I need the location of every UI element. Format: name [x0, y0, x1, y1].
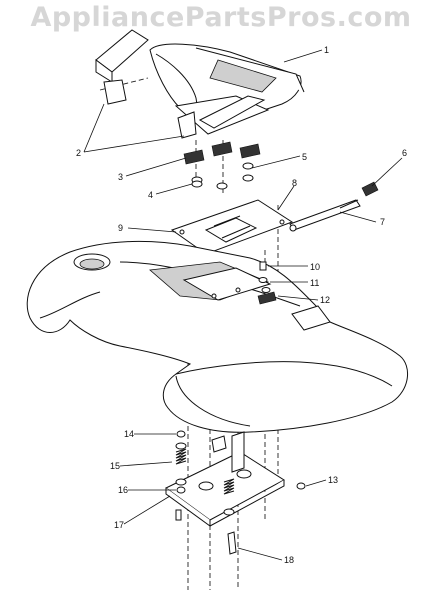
callout-labels: 1 2 3 4 5 6 7 8 9 10 11 12 13 14 15 16 1… — [76, 45, 407, 565]
watermark-logo: AppliancePartsPros.com — [30, 2, 412, 33]
callout-14: 14 — [124, 429, 134, 439]
seat-armrest — [95, 29, 149, 105]
springs — [175, 442, 235, 516]
seat-pads — [183, 141, 261, 165]
callout-5: 5 — [302, 152, 307, 162]
callout-3: 3 — [118, 172, 123, 182]
callout-6: 6 — [402, 148, 407, 158]
callout-7: 7 — [380, 217, 385, 227]
seat — [149, 43, 305, 139]
callout-4: 4 — [148, 190, 153, 200]
callout-10: 10 — [310, 262, 320, 272]
callout-17: 17 — [114, 520, 124, 530]
bottom-hardware — [175, 430, 306, 555]
callout-9: 9 — [118, 223, 123, 233]
callout-8: 8 — [292, 178, 297, 188]
callout-11: 11 — [310, 278, 319, 288]
fender-bolts — [258, 261, 271, 293]
seat-plate — [170, 199, 294, 255]
fender-body — [26, 240, 408, 433]
callout-2: 2 — [76, 148, 81, 158]
adjustment-rod — [289, 181, 379, 232]
callout-16: 16 — [118, 485, 128, 495]
callout-13: 13 — [328, 475, 338, 485]
nuts-washers — [191, 162, 254, 190]
callout-12: 12 — [320, 295, 330, 305]
callout-18: 18 — [284, 555, 294, 565]
callout-1: 1 — [324, 45, 329, 55]
callout-leaders — [83, 49, 403, 561]
callout-15: 15 — [110, 461, 120, 471]
